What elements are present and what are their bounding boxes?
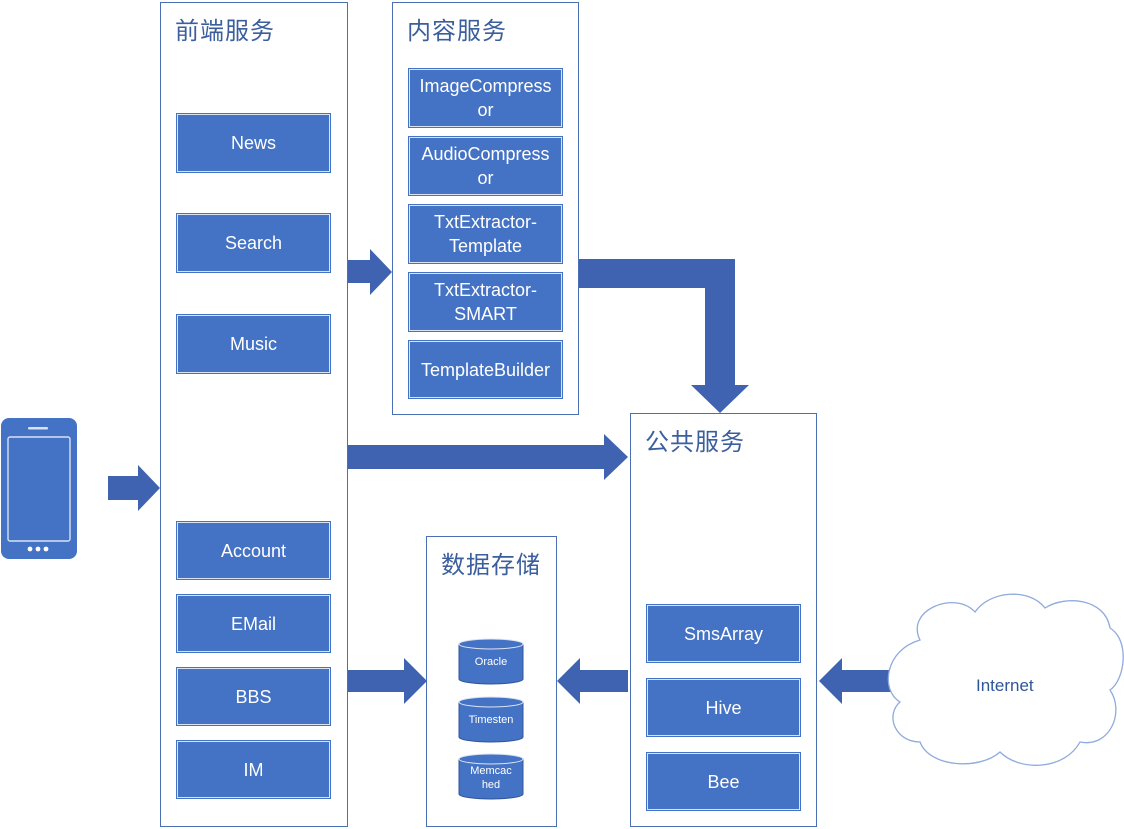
service-label: News bbox=[230, 133, 276, 153]
frontend-services-title: 前端服务 bbox=[175, 17, 275, 45]
database-oracle-icon bbox=[458, 638, 524, 685]
frontend-service-account[interactable]: Account bbox=[177, 522, 330, 579]
service-label: Music bbox=[229, 334, 277, 354]
service-label: TxtExtractor-SMART bbox=[433, 280, 537, 324]
content-service-txt-extractor-smart[interactable]: TxtExtractor-SMART bbox=[409, 273, 562, 331]
service-label: Account bbox=[220, 540, 287, 561]
smartphone-icon bbox=[1, 418, 77, 559]
database-label-oracle: Oracle bbox=[474, 656, 508, 668]
service-label: Search bbox=[224, 233, 283, 253]
public-services-title: 公共服务 bbox=[645, 428, 745, 456]
frontend-service-search[interactable]: Search bbox=[177, 214, 330, 272]
arrow-frontend-to-storage bbox=[348, 658, 427, 704]
arrow-client-to-frontend bbox=[108, 465, 160, 511]
service-label: EMail bbox=[230, 613, 276, 634]
frontend-service-bbs[interactable]: BBS bbox=[177, 668, 330, 725]
internet-label: Internet bbox=[976, 676, 1034, 695]
frontend-service-music[interactable]: Music bbox=[177, 315, 330, 373]
service-label: SmsArray bbox=[683, 623, 763, 644]
content-service-txt-extractor-template[interactable]: TxtExtractor-Template bbox=[409, 205, 562, 263]
arrow-content-to-public bbox=[579, 259, 749, 413]
arrow-internet-to-public bbox=[819, 658, 897, 704]
frontend-service-news[interactable]: News bbox=[177, 114, 330, 172]
database-timesten-icon bbox=[458, 696, 524, 743]
data-storage-title: 数据存储 bbox=[441, 551, 541, 579]
frontend-service-email[interactable]: EMail bbox=[177, 595, 330, 652]
arrow-frontend-to-public bbox=[348, 434, 628, 480]
database-memcached-icon bbox=[458, 753, 524, 800]
service-label: IM bbox=[243, 759, 264, 780]
frontend-service-im[interactable]: IM bbox=[177, 741, 330, 798]
arrow-frontend-to-content bbox=[348, 249, 392, 295]
public-service-hive[interactable]: Hive bbox=[647, 679, 800, 736]
service-label: TxtExtractor-Template bbox=[433, 212, 537, 256]
cloud-icon bbox=[887, 593, 1124, 766]
content-services-title: 内容服务 bbox=[407, 17, 507, 45]
service-label: Hive bbox=[705, 697, 742, 718]
arrow-public-to-storage bbox=[557, 658, 628, 704]
database-label-timesten: Timesten bbox=[468, 714, 514, 726]
service-label: TemplateBuilder bbox=[420, 359, 551, 380]
public-service-smsarray[interactable]: SmsArray bbox=[647, 605, 800, 662]
content-service-template-builder[interactable]: TemplateBuilder bbox=[409, 341, 562, 398]
public-service-bee[interactable]: Bee bbox=[647, 753, 800, 810]
service-label: Bee bbox=[707, 771, 740, 792]
service-label: BBS bbox=[235, 686, 272, 707]
